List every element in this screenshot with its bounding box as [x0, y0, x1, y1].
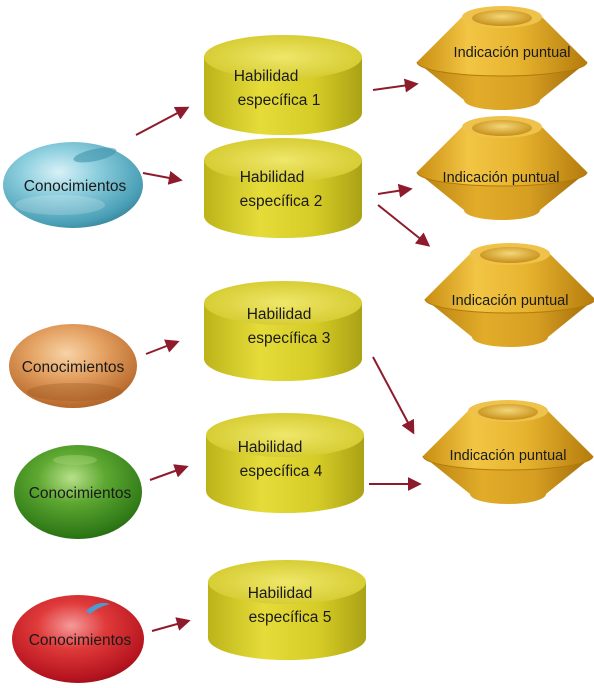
arrows	[135, 78, 431, 632]
skill-label-line1: Habilidad	[234, 68, 299, 85]
indication-node-4: Indicación puntual	[422, 399, 594, 505]
knowledge-node-3: Conocimientos	[14, 445, 142, 539]
skill-label-line1: Habilidad	[248, 585, 313, 602]
indication-node-2: Indicación puntual	[416, 115, 588, 221]
indication-node-3: Indicación puntual	[424, 242, 594, 348]
skill-label-line2: específica 1	[238, 92, 321, 109]
skill-label-line1: Habilidad	[238, 439, 303, 456]
skill-label-line2: específica 4	[240, 463, 323, 480]
indication-label: Indicación puntual	[454, 45, 571, 61]
skill-node-3: Habilidad específica 3	[204, 281, 362, 381]
indication-label: Indicación puntual	[452, 293, 569, 309]
skill-node-2: Habilidad específica 2	[204, 138, 362, 238]
arrow-skill3-indication4	[372, 356, 415, 435]
skill-node-4: Habilidad específica 4	[206, 413, 364, 513]
arrow-skill1-indication1	[372, 78, 419, 93]
skill-label-line1: Habilidad	[240, 169, 305, 186]
arrow-skill2-indication2	[377, 183, 413, 198]
knowledge-label: Conocimientos	[22, 359, 125, 376]
knowledge-label: Conocimientos	[24, 178, 127, 195]
skill-label-line2: específica 2	[240, 193, 323, 210]
indication-node-1: Indicación puntual	[416, 5, 588, 111]
arrow-knowledge2-skill3	[145, 339, 180, 355]
indication-label: Indicación puntual	[450, 448, 567, 464]
knowledge-node-1: Conocimientos	[3, 142, 143, 228]
skill-label-line1: Habilidad	[247, 306, 312, 323]
knowledge-node-4: Conocimientos	[12, 595, 144, 683]
knowledge-label: Conocimientos	[29, 485, 132, 502]
knowledge-label: Conocimientos	[29, 632, 132, 649]
arrow-knowledge3-skill4	[149, 464, 189, 481]
indication-label: Indicación puntual	[443, 170, 560, 186]
arrow-knowledge4-skill5	[151, 617, 191, 632]
skill-label-line2: específica 5	[249, 609, 332, 626]
arrow-knowledge1-skill2	[142, 171, 183, 185]
skill-node-5: Habilidad específica 5	[208, 560, 366, 660]
knowledge-node-2: Conocimientos	[9, 324, 137, 408]
arrow-skill2-indication3	[377, 204, 431, 247]
highlight-icon	[86, 602, 110, 614]
skill-label-line2: específica 3	[248, 330, 331, 347]
arrow-knowledge1-skill1	[135, 106, 190, 136]
skill-node-1: Habilidad específica 1	[204, 35, 362, 135]
